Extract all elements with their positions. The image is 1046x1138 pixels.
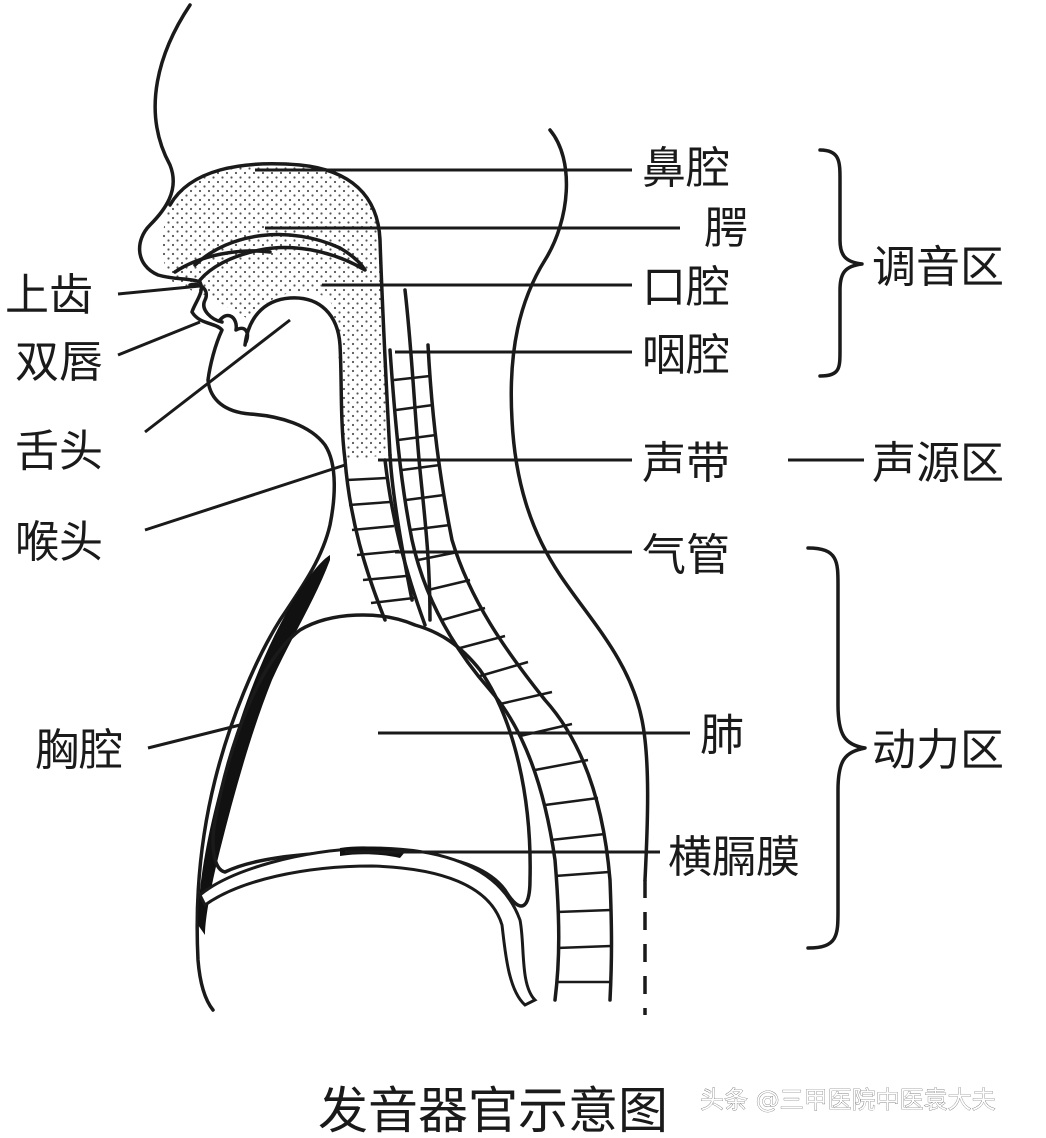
region-dong-li: 动力区 <box>872 725 1004 776</box>
label-kou-qiang: 口腔 <box>642 262 730 313</box>
airway-stipple <box>163 164 389 460</box>
watermark: 头条 @三甲医院中医袁大夫 <box>700 1086 996 1114</box>
tongue-outline <box>245 298 345 460</box>
region-tiao-yin: 调音区 <box>872 242 1004 293</box>
label-sheng-dai: 声带 <box>642 438 730 489</box>
label-xiong-qiang: 胸腔 <box>35 725 123 776</box>
lower-teeth <box>220 315 247 342</box>
brace-tiao-yin <box>820 150 862 376</box>
label-yan-qiang: 咽腔 <box>642 330 730 381</box>
label-shuang-chun: 双唇 <box>15 337 103 388</box>
spine-front <box>390 350 559 1000</box>
label-she-tou: 舌头 <box>15 426 103 477</box>
leader-shuang-chun <box>118 322 200 355</box>
label-bi-qiang: 鼻腔 <box>642 143 730 194</box>
leader-shang-chi <box>118 286 200 294</box>
trachea-front <box>345 460 385 620</box>
label-qi-guan: 气管 <box>642 530 730 581</box>
label-hou-tou: 喉头 <box>15 517 103 568</box>
label-shang-chi: 上齿 <box>5 270 93 321</box>
leader-hou-tou <box>145 465 345 530</box>
brace-dong-li <box>808 548 865 948</box>
label-heng-ge-mo: 横膈膜 <box>668 832 800 883</box>
diagram-caption: 发音器官示意图 <box>318 1082 668 1138</box>
label-fei: 肺 <box>700 710 744 761</box>
spine-back <box>428 345 612 1000</box>
region-sheng-yuan: 声源区 <box>872 438 1004 489</box>
label-e: 腭 <box>704 203 748 254</box>
